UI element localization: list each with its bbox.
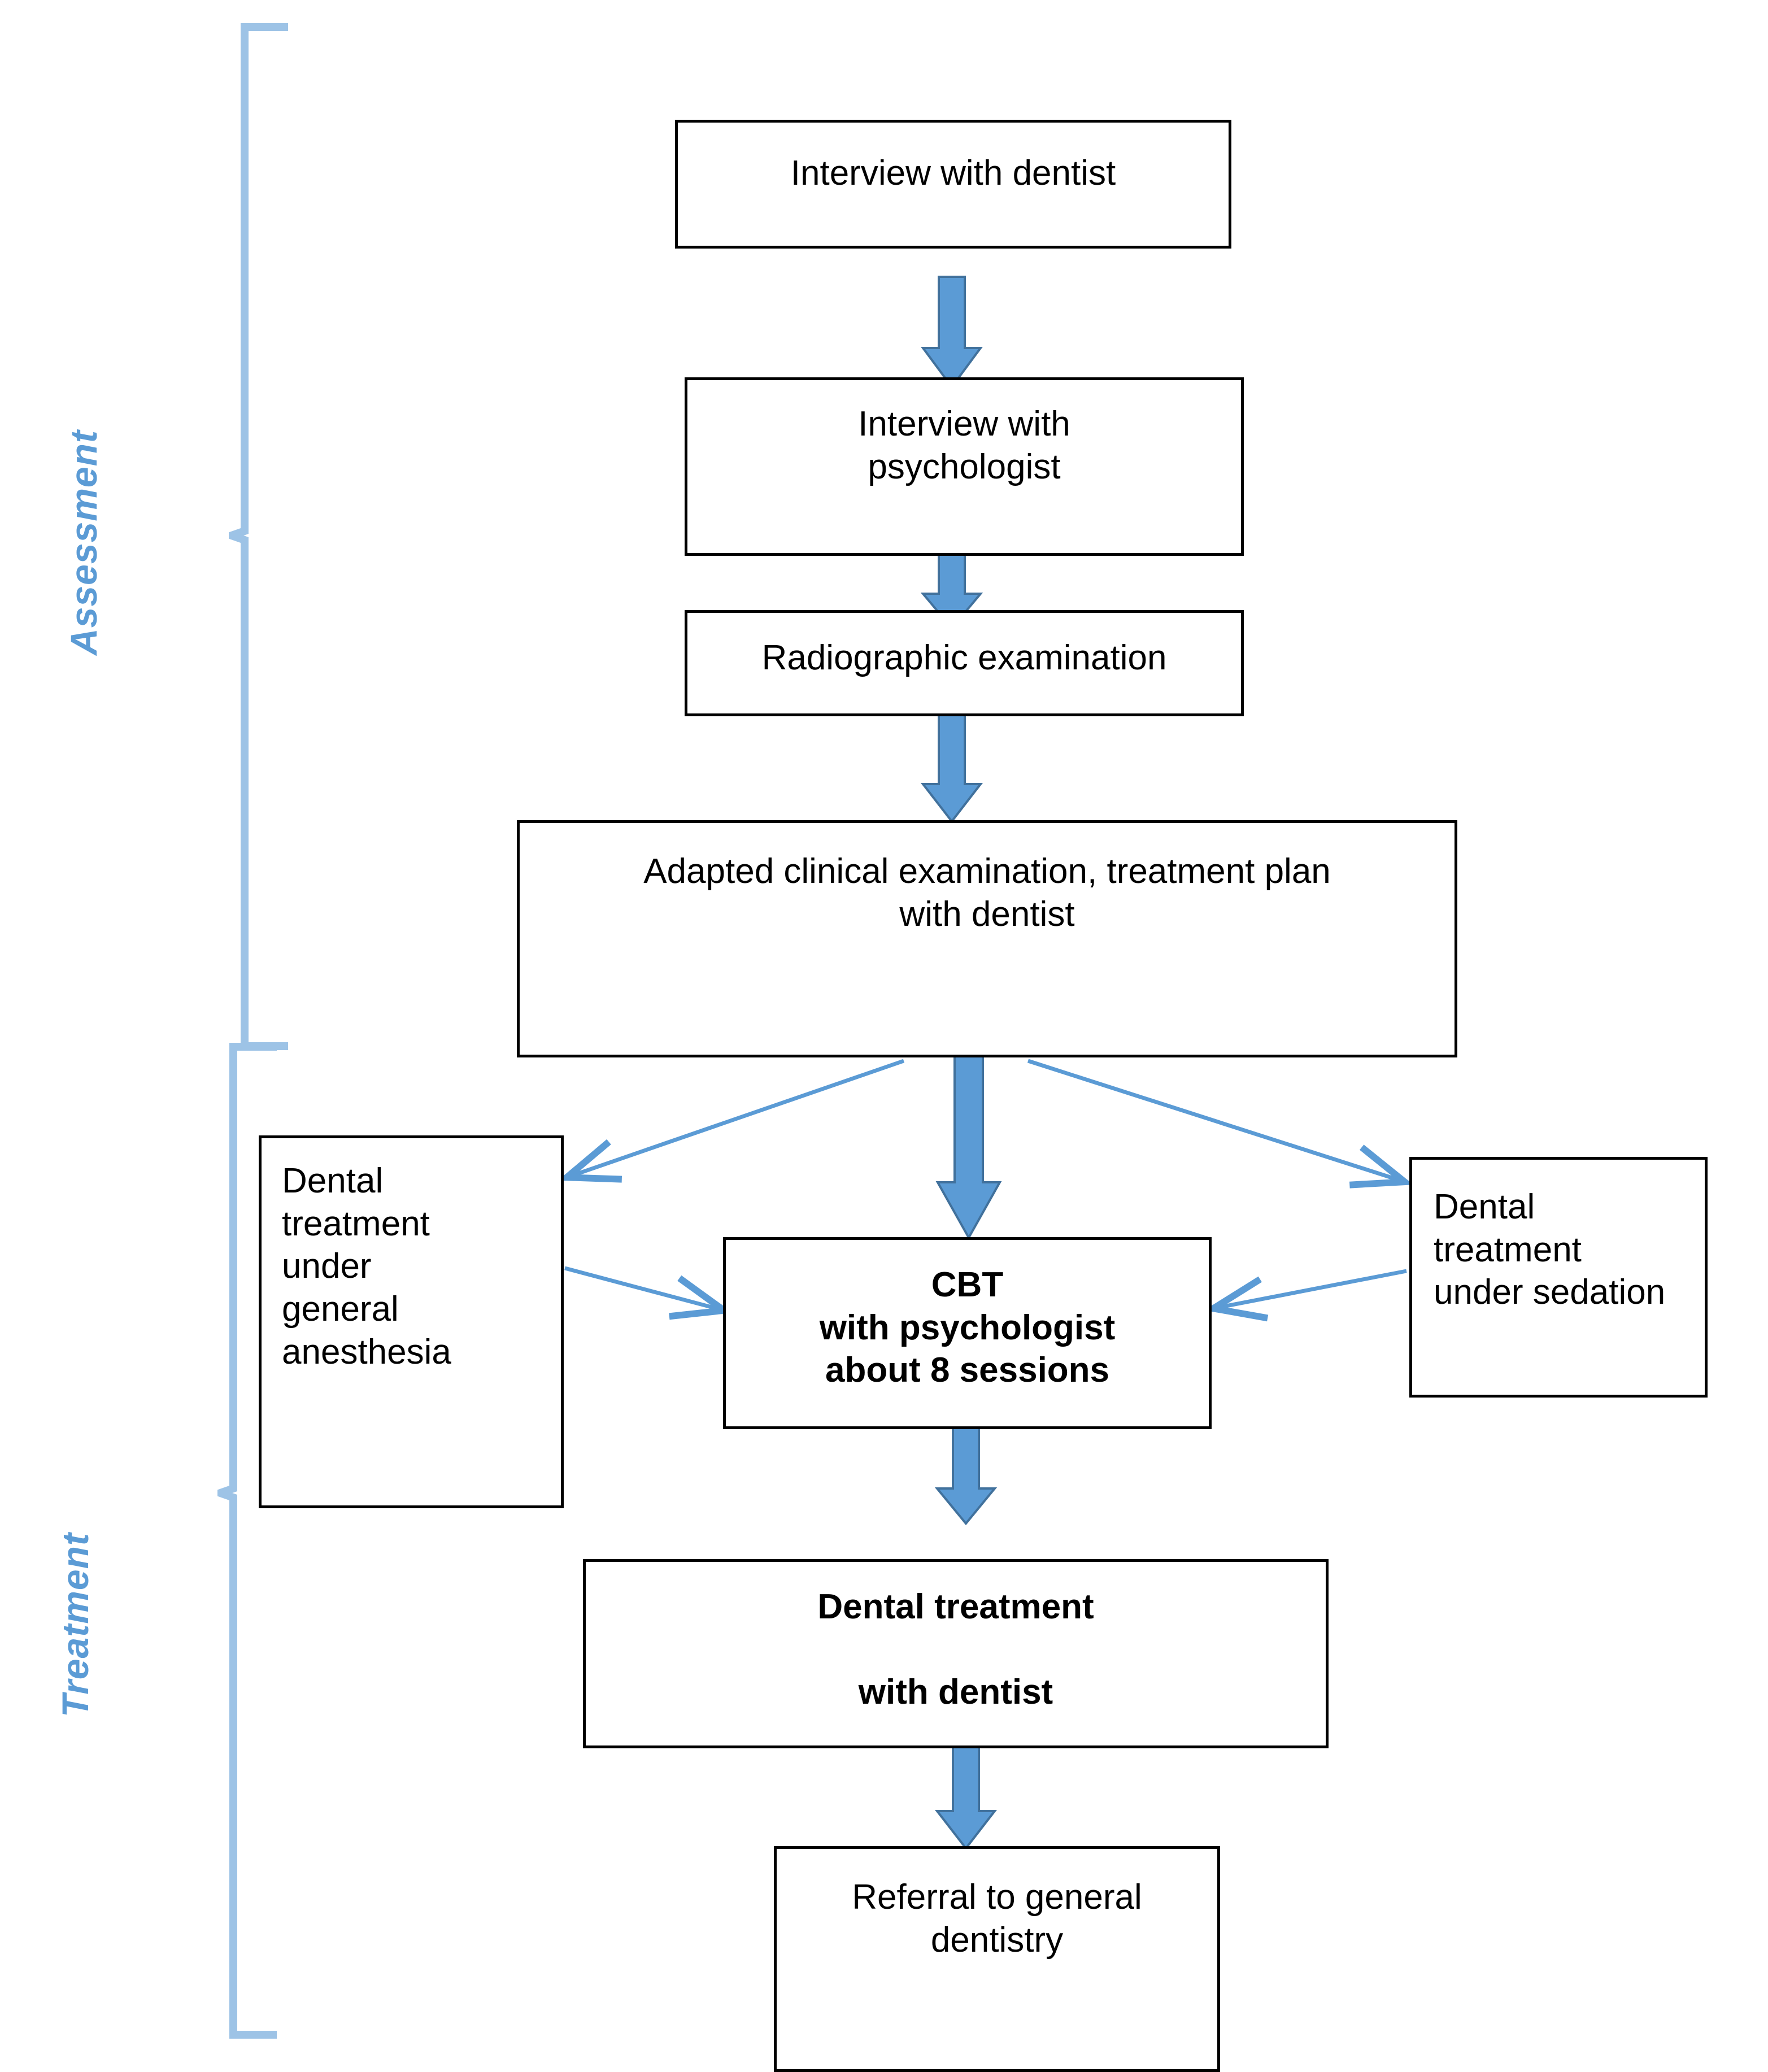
node-general-anesthesia[interactable]: Dental treatment under general anesthesi… [259,1135,564,1508]
node-label: Radiographic examination [761,638,1167,677]
block-arrow-interview-dentist-to-psychologist [921,276,983,389]
node-label: Dental treatment with dentist [817,1587,1094,1712]
node-label: Referral to general dentistry [852,1878,1142,1960]
node-radiographic-examination[interactable]: Radiographic examination [685,610,1244,716]
node-referral[interactable]: Referral to general dentistry [774,1846,1220,2072]
node-adapted-clinical-exam[interactable]: Adapted clinical examination, treatment … [517,820,1457,1057]
node-interview-dentist[interactable]: Interview with dentist [675,120,1231,249]
block-arrow-dental-treatment-to-referral [935,1745,997,1850]
node-label: Adapted clinical examination, treatment … [643,852,1331,934]
node-label: CBT with psychologist about 8 sessions [819,1265,1116,1390]
node-sedation[interactable]: Dental treatment under sedation [1409,1157,1708,1398]
phase-label-assessment: Assessment [63,430,104,655]
block-arrow-cbt-to-dental-treatment [935,1426,997,1525]
node-label: Dental treatment under sedation [1434,1187,1666,1312]
node-label: Interview with dentist [790,154,1116,193]
assessment-brace [229,23,291,1051]
node-dental-treatment-dentist[interactable]: Dental treatment with dentist [583,1559,1329,1748]
node-cbt[interactable]: CBT with psychologist about 8 sessions [723,1237,1212,1429]
block-arrow-radiographic-to-adapted [921,713,983,823]
treatment-brace [217,1042,280,2039]
node-label: Dental treatment under general anesthesi… [282,1161,451,1372]
node-interview-psychologist[interactable]: Interview with psychologist [685,377,1244,556]
block-arrow-adapted-to-cbt [935,1042,1003,1240]
phase-label-treatment: Treatment [54,1533,96,1717]
node-label: Interview with psychologist [858,404,1070,486]
